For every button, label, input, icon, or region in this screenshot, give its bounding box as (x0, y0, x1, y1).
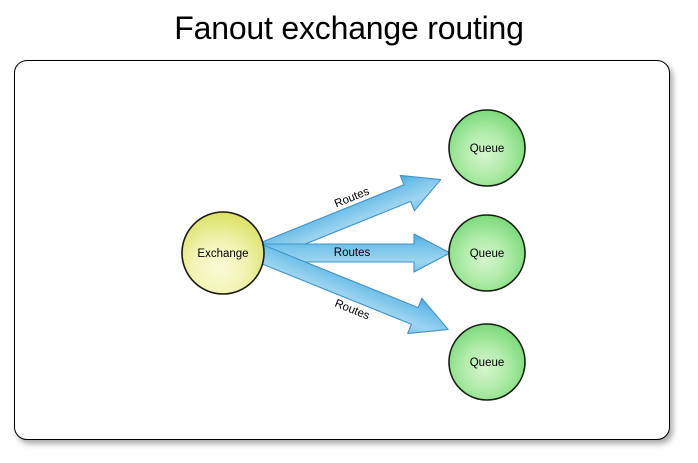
edge-bottom (255, 244, 449, 335)
exchange-label: Exchange (197, 248, 248, 260)
page-title: Fanout exchange routing (174, 10, 524, 46)
queue-bottom-circle (448, 323, 526, 401)
node-queue-bottom[interactable]: Queue (448, 323, 526, 401)
exchange-circle (181, 211, 265, 295)
queue-top-label: Queue (470, 143, 505, 155)
node-queue-top[interactable]: Queue (448, 109, 526, 187)
edge-bottom-arrow-shape (255, 244, 449, 335)
edge-middle-label: Routes (334, 247, 371, 259)
node-exchange[interactable]: Exchange (181, 211, 265, 295)
queue-top-circle (448, 109, 526, 187)
queue-middle-label: Queue (470, 248, 505, 260)
queue-bottom-label: Queue (470, 357, 505, 369)
queue-middle-circle (448, 214, 526, 292)
node-queue-middle[interactable]: Queue (448, 214, 526, 292)
